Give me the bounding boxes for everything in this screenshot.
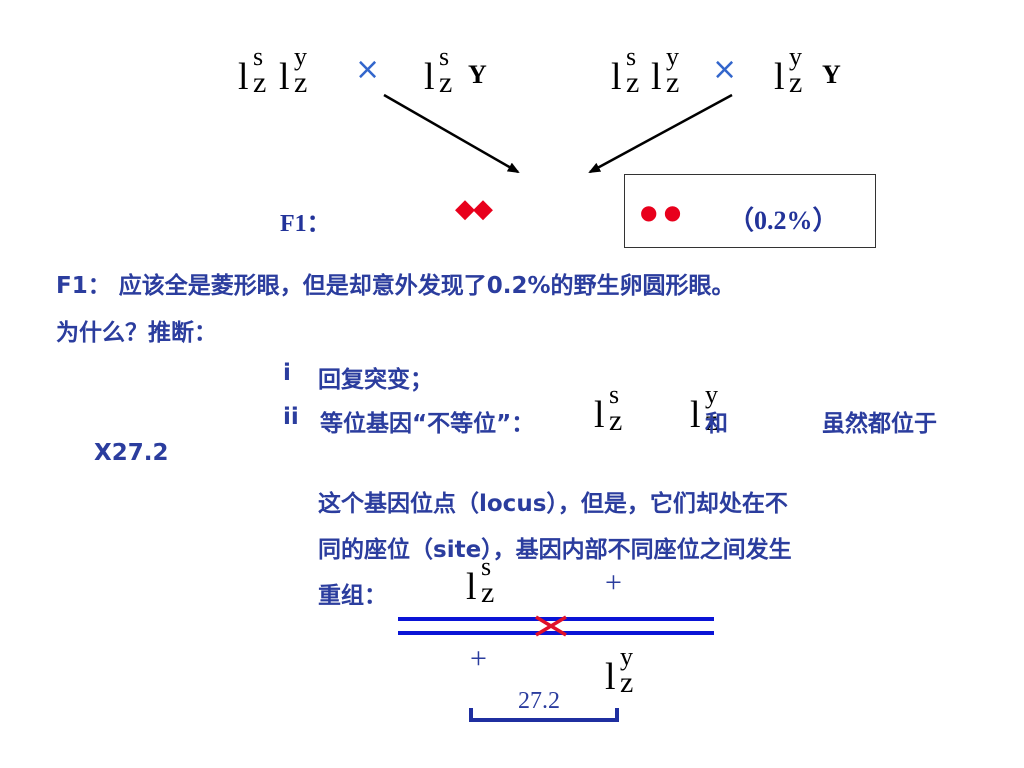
dot-markers: ● ● bbox=[640, 200, 682, 224]
map-distance-label: 27.2 bbox=[518, 688, 560, 714]
item-ii-locus: X27.2 bbox=[94, 440, 169, 466]
diamond-markers: ◆◆ bbox=[455, 194, 493, 224]
arrow-left bbox=[383, 93, 520, 174]
f1-label: F1： bbox=[280, 211, 331, 237]
cross-symbol-right: × bbox=[712, 52, 738, 87]
item-ii-text: 等位基因“不等位”： bbox=[320, 411, 535, 437]
item-i-text: 回复突变； bbox=[318, 367, 433, 393]
item-i-marker: i bbox=[283, 360, 291, 386]
crossover-mark bbox=[535, 615, 567, 637]
distance-bracket bbox=[469, 708, 619, 722]
chromosome-y-left: Y bbox=[468, 60, 487, 89]
chromosome-y-right: Y bbox=[822, 60, 841, 89]
recomb-plus-top: + bbox=[605, 566, 622, 599]
item-ii-and: 和 bbox=[705, 411, 728, 437]
paragraph-line-2: 同的座位（site），基因内部不同座位之间发生 bbox=[318, 537, 792, 563]
cross-symbol-left: × bbox=[355, 52, 381, 87]
item-ii-marker: ii bbox=[283, 404, 299, 430]
paragraph-line-3: 重组： bbox=[318, 583, 387, 609]
item-ii-tail: 虽然都位于 bbox=[822, 411, 937, 437]
paragraph-line-1: 这个基因位点（locus），但是，它们却处在不 bbox=[318, 491, 788, 517]
recomb-plus-bottom: + bbox=[470, 642, 487, 675]
percent-label: （0.2%） bbox=[728, 206, 839, 235]
text-line-1: F1： 应该全是菱形眼，但是却意外发现了0.2%的野生卵圆形眼。 bbox=[56, 273, 735, 299]
arrow-right bbox=[588, 93, 733, 174]
text-line-2: 为什么？推断： bbox=[56, 320, 217, 346]
wild-type-box bbox=[624, 174, 876, 248]
